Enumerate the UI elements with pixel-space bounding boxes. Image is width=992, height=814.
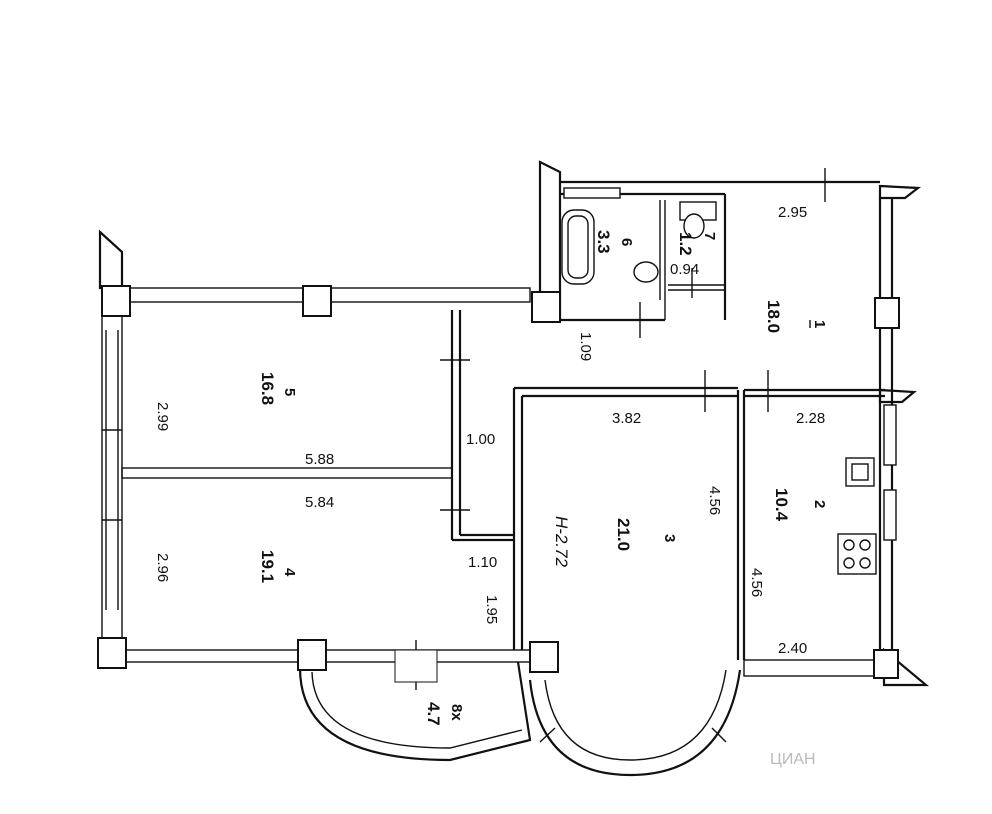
room-number: 8х [448, 704, 465, 721]
room-area: 16.8 [258, 372, 277, 405]
room-number: 1 [811, 320, 828, 328]
columns [97, 285, 900, 679]
room-area: 18.0 [764, 300, 783, 333]
room-number: 7 [701, 232, 718, 240]
room-area: 10.4 [772, 488, 791, 522]
toilet-icon [683, 213, 705, 239]
left-outer-wall [101, 287, 123, 651]
kitchen-counter-icon [883, 404, 897, 466]
dim-label: 1.10 [468, 554, 497, 571]
dim-label: 2.99 [154, 402, 171, 431]
stove-icon [837, 533, 877, 575]
dim-label: 0.94 [670, 261, 699, 278]
dim-label: 5.84 [305, 494, 334, 511]
radiator-icon [563, 187, 621, 199]
sink-icon [633, 261, 659, 283]
dimension-ticks [394, 168, 826, 690]
dim-label: 1.00 [466, 431, 495, 448]
dim-label: 4.56 [748, 568, 765, 597]
room-area: 21.0 [614, 518, 633, 551]
walls [98, 160, 930, 777]
room-area: 4.7 [424, 702, 443, 726]
dim-label: 3.82 [612, 410, 641, 427]
room-area: 1.2 [676, 232, 695, 256]
dim-label: 2.95 [778, 204, 807, 221]
dim-label: 1.09 [577, 332, 594, 361]
dimension-labels: 2.95 5.88 5.84 1.00 1.10 3.82 2.28 2.40 … [154, 204, 825, 657]
dim-label: 4.56 [706, 486, 723, 515]
dim-label: 2.96 [154, 553, 171, 582]
dim-label: 1.95 [483, 595, 500, 624]
dim-label: 2.40 [778, 640, 807, 657]
wall-5-4 [121, 467, 453, 479]
fixtures [561, 187, 897, 575]
dim-label: 5.88 [305, 451, 334, 468]
watermark-logo: ЦИАН [770, 751, 816, 768]
room-number: 4 [281, 568, 298, 577]
room-area: 19.1 [258, 550, 277, 583]
room-labels: 1 18.0 2 10.4 3 21.0 4 19.1 5 16.8 6 3.3… [258, 230, 828, 726]
room-number: 5 [281, 388, 298, 396]
room-area: 3.3 [594, 230, 613, 254]
left-top-wall-end [98, 229, 124, 290]
room-number: 3 [661, 534, 678, 542]
room-number: 6 [618, 238, 635, 246]
ceiling-height-label: Н-2.72 [552, 516, 571, 568]
room-number: 2 [811, 500, 828, 508]
dim-label: 2.28 [796, 410, 825, 427]
